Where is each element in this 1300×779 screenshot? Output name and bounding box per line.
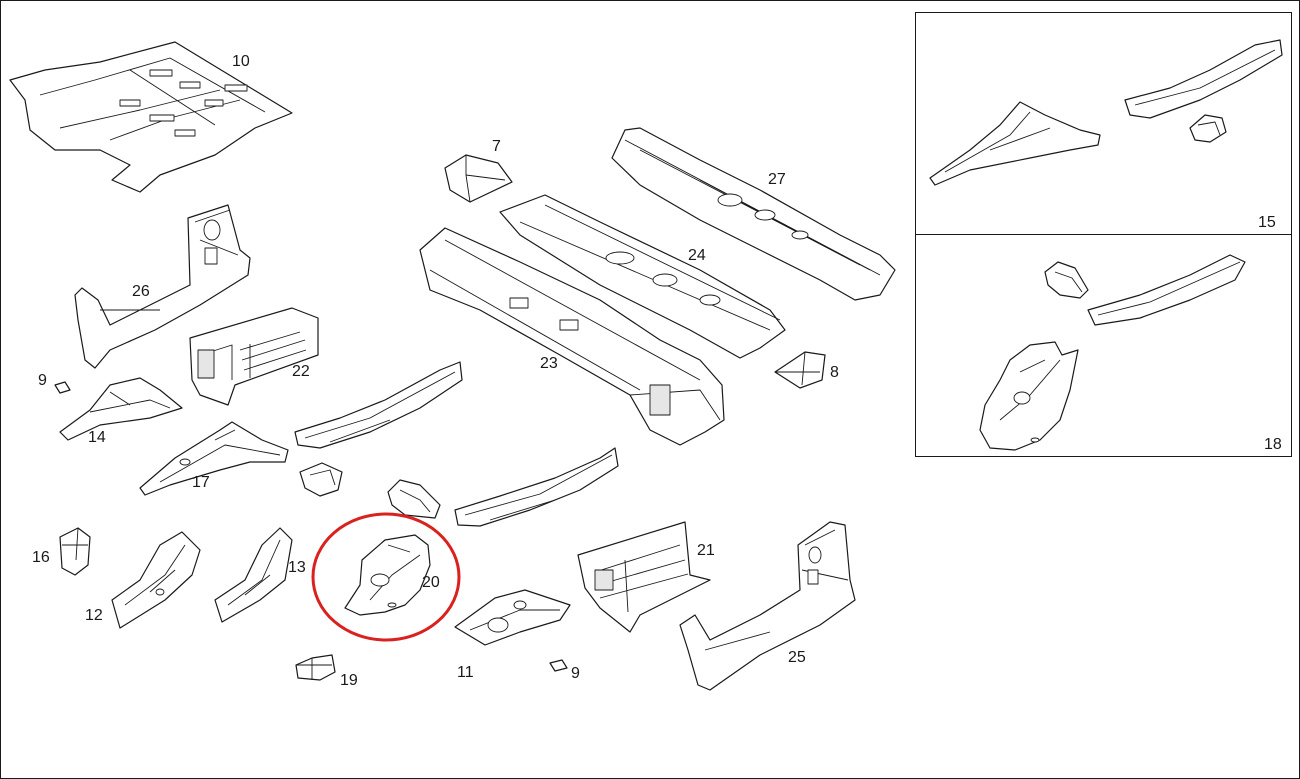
part-17-bracket[interactable] [139, 421, 289, 496]
part-7-support[interactable] [444, 154, 513, 203]
label-9-upper: 9 [38, 372, 47, 389]
label-12: 12 [85, 607, 103, 624]
part-24-middle-crossmember[interactable] [499, 194, 786, 359]
part-bracket-small-center[interactable] [387, 479, 441, 519]
part-11-floor-reinforcement[interactable] [454, 589, 571, 646]
label-13: 13 [288, 559, 306, 576]
part-19-bracket[interactable] [295, 654, 336, 681]
part-15-inset-group[interactable] [929, 39, 1283, 186]
part-25-rear-pillar-right[interactable] [679, 521, 856, 691]
part-21-seat-base-right[interactable] [577, 521, 711, 633]
part-12-sill-reinforcement[interactable] [111, 531, 201, 629]
part-8-support[interactable] [774, 351, 826, 389]
label-9-lower: 9 [571, 665, 580, 682]
label-16: 16 [32, 549, 50, 566]
label-10: 10 [232, 53, 250, 70]
label-14: 14 [88, 429, 106, 446]
part-27-rear-crossmember[interactable] [611, 127, 896, 301]
label-15: 15 [1258, 214, 1276, 231]
part-22-seat-base-left[interactable] [189, 307, 319, 406]
label-7: 7 [492, 138, 501, 155]
label-18: 18 [1264, 436, 1282, 453]
label-19: 19 [340, 672, 358, 689]
part-18-inset-group[interactable] [979, 254, 1246, 451]
inset-18-box [915, 234, 1292, 457]
label-25: 25 [788, 649, 806, 666]
part-10-floor-panel[interactable] [9, 41, 293, 193]
highlight-circle-part-20 [311, 512, 461, 642]
label-23: 23 [540, 355, 558, 372]
label-17: 17 [192, 474, 210, 491]
part-23-center-tunnel[interactable] [419, 227, 725, 446]
label-11: 11 [457, 664, 474, 681]
part-9-clip-lower[interactable] [549, 659, 568, 672]
part-20-wheelhouse-panel[interactable] [344, 534, 431, 616]
part-9-clip-upper[interactable] [54, 381, 71, 394]
part-26-rear-pillar-left[interactable] [74, 204, 251, 369]
inset-15-box [915, 12, 1292, 235]
part-14-bracket[interactable] [59, 377, 183, 441]
part-16-bracket[interactable] [59, 527, 91, 576]
part-rail-left-upper[interactable] [294, 361, 463, 449]
label-26: 26 [132, 283, 150, 300]
part-bracket-small-left[interactable] [299, 462, 343, 497]
label-24: 24 [688, 247, 706, 264]
label-8: 8 [830, 364, 839, 381]
label-20: 20 [422, 574, 440, 591]
label-22: 22 [292, 363, 310, 380]
label-27: 27 [768, 171, 786, 188]
part-rail-center-lower[interactable] [454, 447, 619, 527]
label-21: 21 [697, 542, 715, 559]
part-13-sill-reinforcement[interactable] [214, 527, 293, 623]
